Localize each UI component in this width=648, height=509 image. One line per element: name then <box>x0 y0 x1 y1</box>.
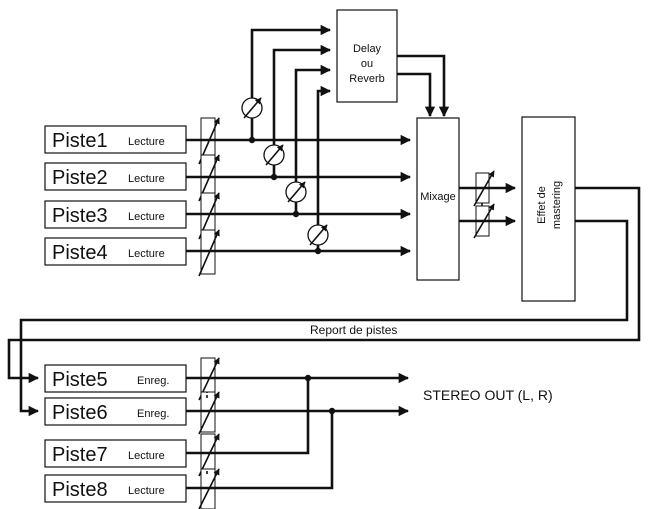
track-2-mode: Lecture <box>128 173 165 185</box>
track-6-mode: Enreg. <box>137 408 169 420</box>
track-2-name: Piste2 <box>52 167 108 189</box>
junction-5 <box>304 374 312 382</box>
track-5-name: Piste5 <box>52 369 108 391</box>
effect-label-line3: Reverb <box>349 73 384 85</box>
effect-label-line1: Delay <box>353 43 382 55</box>
mastering-label-line2: mastering <box>551 181 563 229</box>
send-knob-1 <box>241 97 263 119</box>
bounce-label: Report de pistes <box>310 323 397 337</box>
track-8-mode: Lecture <box>128 485 165 497</box>
mixer-label: Mixage <box>420 191 455 203</box>
send-knob-2 <box>263 144 285 166</box>
effect-block: Delay ou Reverb <box>336 9 398 103</box>
track-8-name: Piste8 <box>52 479 108 501</box>
junction-3 <box>292 210 300 218</box>
effect-return-2 <box>397 54 450 118</box>
mastering-block: Effet de mastering <box>521 116 576 302</box>
bounce-line-l <box>7 186 641 384</box>
track-5-mode: Enreg. <box>137 375 169 387</box>
track-3: Piste3 Lecture <box>44 200 187 229</box>
track-4: Piste4 Lecture <box>44 237 187 266</box>
track-1: Piste1 Lecture <box>44 125 187 154</box>
line-track-7 <box>186 378 310 455</box>
fader-4 <box>198 229 220 277</box>
junction-1 <box>248 136 256 144</box>
send-knob-4 <box>307 224 329 246</box>
effect-return-1 <box>397 72 436 118</box>
track-5: Piste5 Enreg. <box>44 364 187 393</box>
effect-label-line2: ou <box>361 58 373 70</box>
junction-6 <box>328 407 336 415</box>
line-track-8 <box>186 411 334 490</box>
track-6-name: Piste6 <box>52 402 108 424</box>
track-8: Piste8 Lecture <box>44 474 187 503</box>
mixer-block: Mixage <box>416 117 460 281</box>
stereo-out-label: STEREO OUT (L, R) <box>423 387 553 403</box>
send-knob-3 <box>285 181 307 203</box>
junction-2 <box>270 173 278 181</box>
track-3-mode: Lecture <box>128 211 165 223</box>
track-4-name: Piste4 <box>52 242 108 264</box>
track-6: Piste6 Enreg. <box>44 397 187 426</box>
send-line-2 <box>272 44 332 177</box>
track-3-name: Piste3 <box>52 205 108 227</box>
send-line-4 <box>316 85 332 251</box>
mastering-label-line1: Effet de <box>536 186 548 224</box>
send-line-3 <box>294 64 332 214</box>
junction-4 <box>314 247 322 255</box>
track-1-mode: Lecture <box>128 136 165 148</box>
track-7-mode: Lecture <box>128 450 165 462</box>
track-7-name: Piste7 <box>52 444 108 466</box>
track-7: Piste7 Lecture <box>44 439 187 468</box>
track-1-name: Piste1 <box>52 130 108 152</box>
track-2: Piste2 Lecture <box>44 162 187 191</box>
fader-6 <box>198 391 220 435</box>
bounce-line-r <box>19 219 629 417</box>
track-4-mode: Lecture <box>128 248 165 260</box>
